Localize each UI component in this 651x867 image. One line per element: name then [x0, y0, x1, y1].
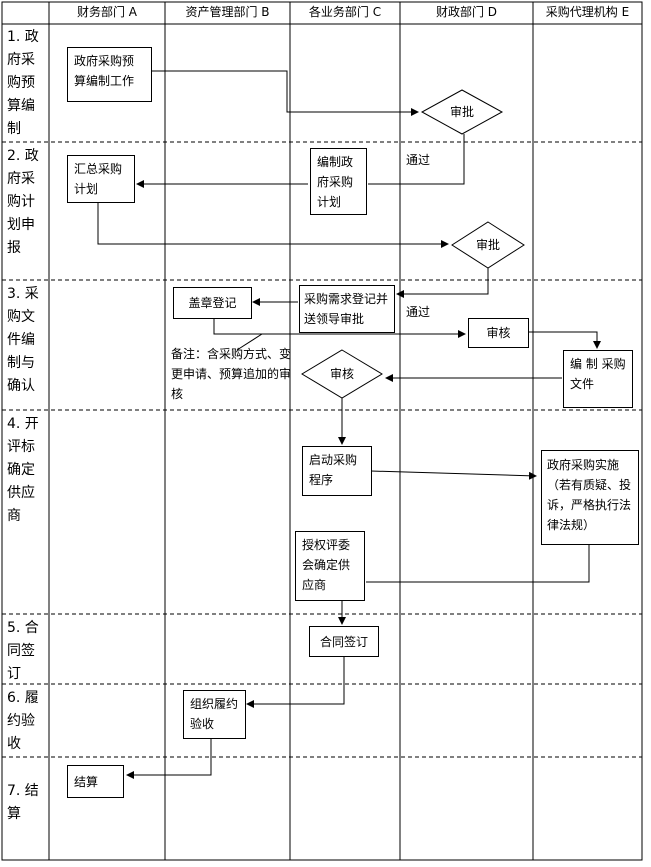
- arrow-budget-to-approve1: [151, 70, 419, 116]
- seal-register-box: 盖章登记: [173, 287, 252, 319]
- approve2-label: 审批: [475, 238, 500, 252]
- compile-docs-box: 编 制 采购文件: [563, 350, 633, 408]
- table-frame: [1, 1, 643, 861]
- review-d-box: 审核: [468, 318, 529, 348]
- approve1-diamond: [420, 89, 504, 135]
- implement-box: 政府采购实施（若有质疑、投诉，严格执行法律法规）: [541, 450, 639, 545]
- authorize-box: 授权评委会确定供应商: [295, 531, 365, 601]
- phase-4-label: 4. 开评标确定供应商: [7, 416, 39, 524]
- phase-2-label: 2. 政府采购计划申报: [7, 148, 39, 256]
- connectors: [97, 70, 601, 779]
- arrow-approve2-to-demand: [396, 268, 489, 298]
- line-approve1-to-plan: [368, 134, 465, 185]
- phase-6-label: 6. 履约验收: [7, 690, 39, 752]
- note-leader: [236, 333, 263, 351]
- pass-label-2: 通过: [406, 305, 431, 319]
- phase-1-label: 1. 政府采购预算编制: [7, 29, 39, 137]
- lane-header-b: 资产管理部门 B: [185, 5, 270, 19]
- phase-5-label: 5. 合同签订: [7, 620, 39, 682]
- review-c-label: 审核: [329, 367, 354, 381]
- line-implement-to-authorize: [366, 544, 590, 583]
- arrow-acceptance-to-settlement: [126, 739, 212, 779]
- lane-header-e: 采购代理机构 E: [545, 5, 630, 19]
- arrow-summary-to-approve2: [97, 203, 449, 248]
- lane-header-c: 各业务部门 C: [308, 5, 382, 19]
- compile-plan-box: 编制政府采购计划: [310, 148, 367, 215]
- phase-7-label: 7. 结算: [7, 783, 39, 822]
- approve1-label: 审批: [449, 105, 474, 119]
- demand-register-box: 采购需求登记并送领导审批: [299, 285, 395, 333]
- arrow-contract-to-acceptance: [246, 656, 345, 708]
- lane-header-a: 财务部门 A: [76, 5, 138, 19]
- phase-3-label: 3. 采购文件编制与确认: [7, 286, 39, 394]
- settlement-box: 结算: [67, 765, 124, 798]
- arrow-review-to-compile: [529, 331, 601, 349]
- arrow-seal-to-review-d: [213, 319, 466, 338]
- contract-box: 合同签订: [309, 626, 379, 657]
- phase-dividers: [2, 141, 642, 758]
- summary-plan-box: 汇总采购计划: [67, 155, 135, 203]
- arrow-start-to-implement: [370, 470, 537, 480]
- acceptance-box: 组织履约验收: [183, 690, 246, 739]
- start-procurement-box: 启动采购程序: [302, 446, 372, 496]
- note-text: 备注：含采购方式、变更申请、预算追加的审核: [171, 347, 292, 401]
- pass-label-1: 通过: [406, 153, 431, 167]
- budget-box: 政府采购预算编制工作: [67, 47, 152, 102]
- lane-header-d: 财政部门 D: [435, 5, 498, 19]
